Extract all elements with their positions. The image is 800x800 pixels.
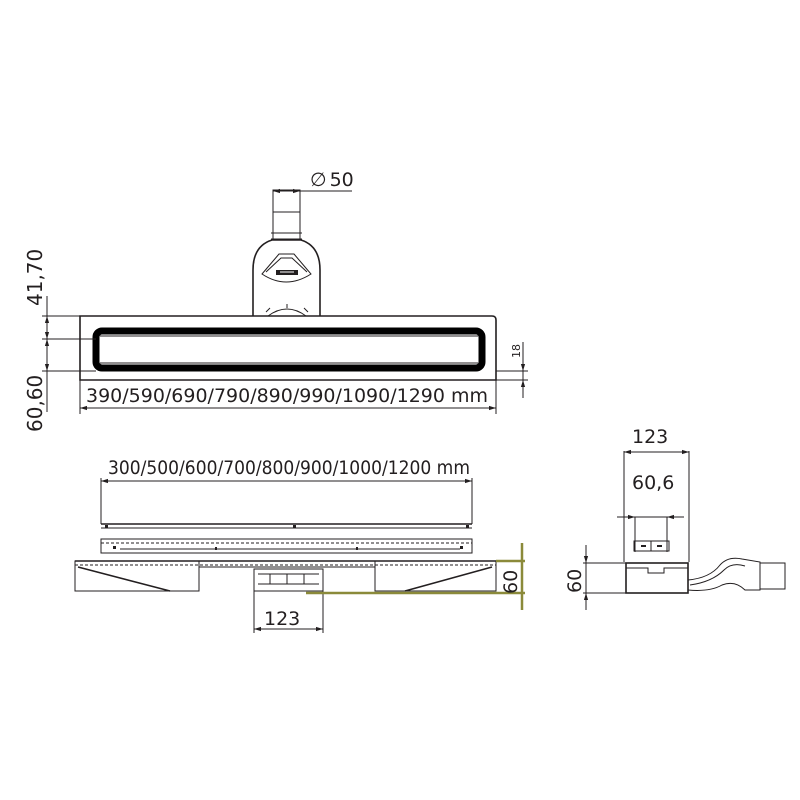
grate-length-label: 300/500/600/700/800/900/1000/1200 mm bbox=[108, 457, 470, 479]
trap-body bbox=[252, 239, 321, 317]
drain-base bbox=[74, 560, 497, 592]
top-view: ∅50 bbox=[23, 169, 528, 432]
side-view: 123 60,6 60 bbox=[564, 426, 786, 610]
body-width-label: 123 bbox=[632, 426, 668, 448]
total-height-label: 60 bbox=[500, 570, 522, 594]
body-width-dimension: 123 bbox=[623, 426, 690, 562]
channel-frame bbox=[79, 315, 497, 381]
side-height-label: 60 bbox=[564, 569, 586, 593]
rim-dimension: 18 bbox=[496, 342, 528, 398]
height-upper-label: 41,70 bbox=[23, 249, 47, 306]
overall-length-label: 390/590/690/790/890/990/1090/1290 mm bbox=[86, 385, 488, 407]
height-lower-label: 60,60 bbox=[23, 375, 47, 432]
channel-width-dimension: 60,6 bbox=[617, 472, 684, 552]
height-dimensions: 41,70 60,60 bbox=[23, 249, 96, 432]
side-height-dimension: 60 bbox=[564, 545, 626, 610]
channel-width-label: 60,6 bbox=[632, 472, 674, 494]
outlet-width-label: 123 bbox=[264, 608, 300, 630]
overall-length-dimension: 390/590/690/790/890/990/1090/1290 mm bbox=[79, 380, 497, 414]
outlet-width-dimension: 123 bbox=[253, 591, 324, 633]
rim-label: 18 bbox=[510, 344, 523, 358]
front-view: 300/500/600/700/800/900/1000/1200 mm bbox=[74, 457, 525, 633]
grate-length-dimension: 300/500/600/700/800/900/1000/1200 mm bbox=[100, 457, 473, 524]
outlet-pipe: ∅50 bbox=[271, 169, 354, 241]
outlet-diameter-label: ∅50 bbox=[310, 169, 354, 191]
side-body bbox=[625, 557, 786, 594]
total-height-dimension: 60 bbox=[306, 543, 525, 610]
grate-profile bbox=[100, 523, 473, 554]
